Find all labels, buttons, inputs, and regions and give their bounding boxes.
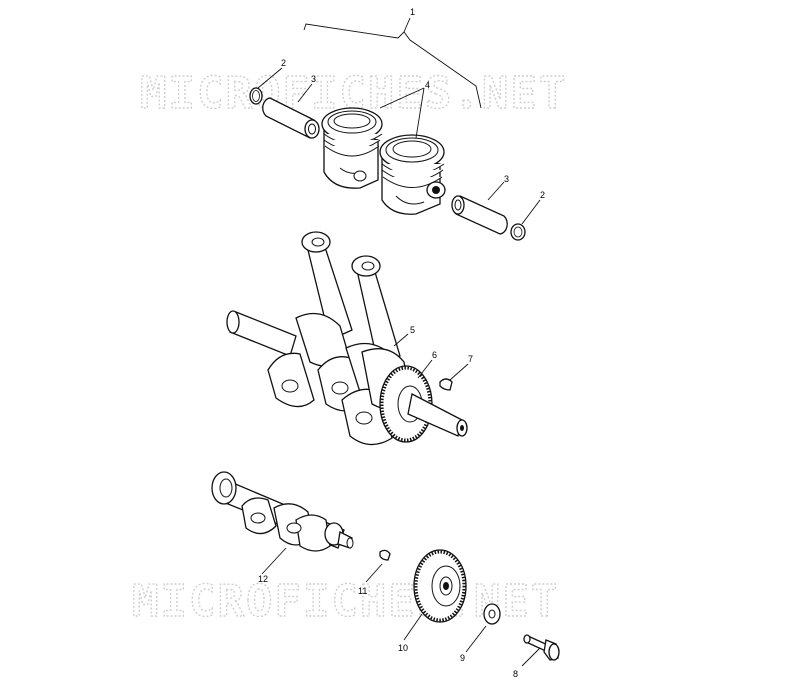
circlip-left xyxy=(249,87,263,105)
piston-right xyxy=(379,134,446,215)
callout-4: 4 xyxy=(425,80,430,90)
callout-1: 1 xyxy=(410,7,415,17)
woodruff-key-lower xyxy=(379,549,391,561)
callout-10: 10 xyxy=(398,643,408,653)
balance-shaft-gear xyxy=(413,549,467,623)
callout-2-right: 2 xyxy=(540,190,545,200)
piston-pin-left xyxy=(262,97,320,139)
callout-7: 7 xyxy=(468,354,473,364)
woodruff-key-upper xyxy=(439,378,453,391)
flange-bolt xyxy=(523,634,560,661)
piston-left xyxy=(321,107,383,189)
callout-3-left: 3 xyxy=(311,74,316,84)
callout-3-right: 3 xyxy=(504,174,509,184)
crankshaft-assembly xyxy=(226,231,468,446)
callout-2-left: 2 xyxy=(281,58,286,68)
callout-6: 6 xyxy=(432,350,437,360)
piston-pin-right xyxy=(451,195,508,235)
callout-12: 12 xyxy=(258,574,268,584)
callout-9: 9 xyxy=(460,653,465,663)
callout-5: 5 xyxy=(410,325,415,335)
callout-11: 11 xyxy=(358,586,367,596)
piston-set-bracket xyxy=(303,17,482,109)
washer xyxy=(483,603,501,625)
callout-8: 8 xyxy=(513,669,518,679)
circlip-right xyxy=(510,223,526,241)
balance-shaft xyxy=(211,471,354,552)
